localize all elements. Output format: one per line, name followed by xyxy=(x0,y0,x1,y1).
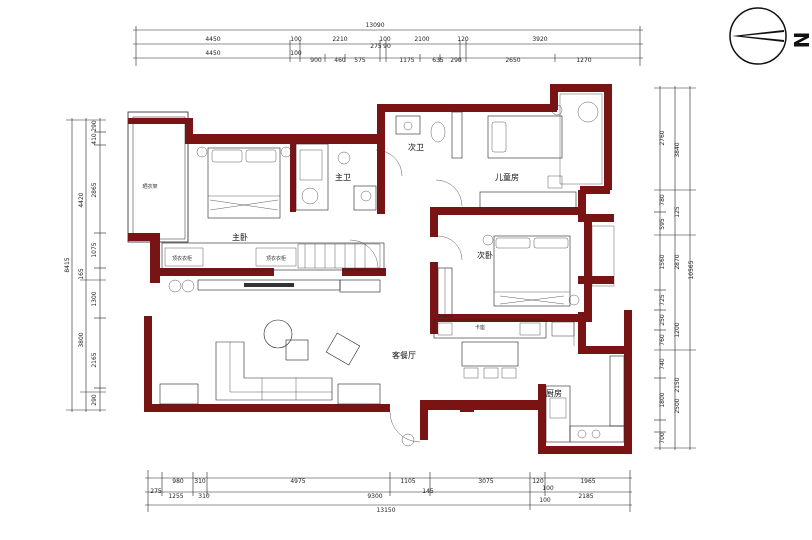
dim-top: 100 xyxy=(290,50,302,57)
fixtures xyxy=(159,93,625,447)
room-label-master-bath: 主卫 xyxy=(335,172,351,182)
dim-right: 1200 xyxy=(674,322,681,337)
dim-left: 2865 xyxy=(91,182,98,197)
dim-top: 120 xyxy=(457,36,469,43)
dim-left: 410 xyxy=(91,133,98,145)
dim-right: 2500 xyxy=(674,398,681,413)
label-card-table: 卡座 xyxy=(475,324,485,331)
dim-top: 900 xyxy=(310,57,322,64)
dim-bottom: 2185 xyxy=(578,493,593,500)
dim-bottom: 100 xyxy=(539,497,551,504)
dim-bottom: 275 xyxy=(150,488,162,495)
dim-right: 740 xyxy=(659,358,666,370)
dim-top: 90 xyxy=(383,43,391,50)
plant-icon xyxy=(168,279,195,293)
plant-icon xyxy=(401,433,415,447)
label-wardrobe: 顶衣衣柜 xyxy=(266,255,286,262)
dim-top: 460 xyxy=(334,57,346,64)
dim-right: 2760 xyxy=(659,130,666,145)
dim-bottom: 9300 xyxy=(367,493,382,500)
dim-right: 595 xyxy=(659,218,666,230)
dim-left: 1300 xyxy=(91,291,98,306)
dim-top: 1175 xyxy=(399,57,414,64)
room-label-second-bath: 次卫 xyxy=(408,142,424,152)
dim-top: 3920 xyxy=(532,36,547,43)
room-label-master-bed: 主卧 xyxy=(232,232,248,242)
dim-top: 100 xyxy=(290,36,302,43)
dim-top: 2210 xyxy=(332,36,347,43)
walls xyxy=(127,84,632,454)
dim-top: 290 xyxy=(450,57,462,64)
dim-left: 290 xyxy=(91,394,98,406)
dim-bottom-total: 13150 xyxy=(376,507,395,514)
dim-bottom: 980 xyxy=(172,478,184,485)
dim-left-total: 8415 xyxy=(64,257,71,272)
north-glyph: N xyxy=(789,32,812,49)
dim-right: 760 xyxy=(659,334,666,346)
dim-left: 290 xyxy=(91,120,98,132)
dim-left: 3800 xyxy=(78,332,85,347)
room-label-living-dining: 客餐厅 xyxy=(392,350,416,360)
label-wardrobe: 顶衣衣柜 xyxy=(172,255,192,262)
dim-right: 250 xyxy=(659,314,666,326)
dim-right: 2870 xyxy=(674,254,681,269)
dim-top: 635 xyxy=(432,57,444,64)
bottom-dimensions: 980 310 4975 1105 3075 120 1965 145 100 … xyxy=(145,470,632,514)
dim-left: 2165 xyxy=(91,352,98,367)
dim-top-total: 13090 xyxy=(365,22,384,29)
dim-left: 4420 xyxy=(78,192,85,207)
room-label-second-bed: 次卧 xyxy=(477,250,493,260)
dim-top: 4450 xyxy=(205,36,220,43)
dim-top: 1270 xyxy=(576,57,591,64)
dim-right: 1560 xyxy=(659,254,666,269)
dim-top: 2100 xyxy=(414,36,429,43)
dim-bottom: 120 xyxy=(532,478,544,485)
dim-top: 575 xyxy=(354,57,366,64)
dim-bottom: 3075 xyxy=(478,478,493,485)
dim-right: 1800 xyxy=(659,392,666,407)
dim-bottom: 4975 xyxy=(290,478,305,485)
room-labels: 主卧 主卫 次卫 儿童房 次卧 客餐厅 厨房 晒衣架 顶衣衣柜 顶衣衣柜 卡座 xyxy=(142,142,562,398)
dim-bottom: 145 xyxy=(422,488,434,495)
dim-bottom: 100 xyxy=(542,485,554,492)
dim-bottom: 1105 xyxy=(400,478,415,485)
dim-right: 725 xyxy=(659,294,666,306)
north-arrow-icon: N xyxy=(729,7,812,65)
dim-right: 125 xyxy=(674,206,681,218)
dim-bottom: 310 xyxy=(198,493,210,500)
room-label-kids-room: 儿童房 xyxy=(495,172,519,182)
room-label-kitchen: 厨房 xyxy=(546,388,562,398)
dim-right: 3840 xyxy=(674,142,681,157)
dim-right: 700 xyxy=(659,432,666,444)
dim-top: 100 xyxy=(379,36,391,43)
dim-left: 1075 xyxy=(91,242,98,257)
dim-right-total: 10565 xyxy=(688,260,695,279)
dim-right: 780 xyxy=(659,194,666,206)
dim-top: 4450 xyxy=(205,50,220,57)
dim-top: 275 xyxy=(370,43,382,50)
dim-bottom: 1255 xyxy=(168,493,183,500)
dim-right: 2150 xyxy=(674,377,681,392)
dim-bottom: 1965 xyxy=(580,478,595,485)
dim-left: 165 xyxy=(78,268,85,280)
label-hanging-rack: 晒衣架 xyxy=(142,183,157,190)
right-dimensions: 2760 3840 780 595 125 1560 2870 725 1200… xyxy=(654,86,696,450)
dim-top: 2650 xyxy=(505,57,520,64)
dim-bottom: 310 xyxy=(194,478,206,485)
left-dimensions: 290 410 4420 2865 1075 8415 165 1300 380… xyxy=(64,118,106,412)
top-dimensions: 13090 4450 100 2210 100 2100 120 3920 27… xyxy=(133,22,643,66)
